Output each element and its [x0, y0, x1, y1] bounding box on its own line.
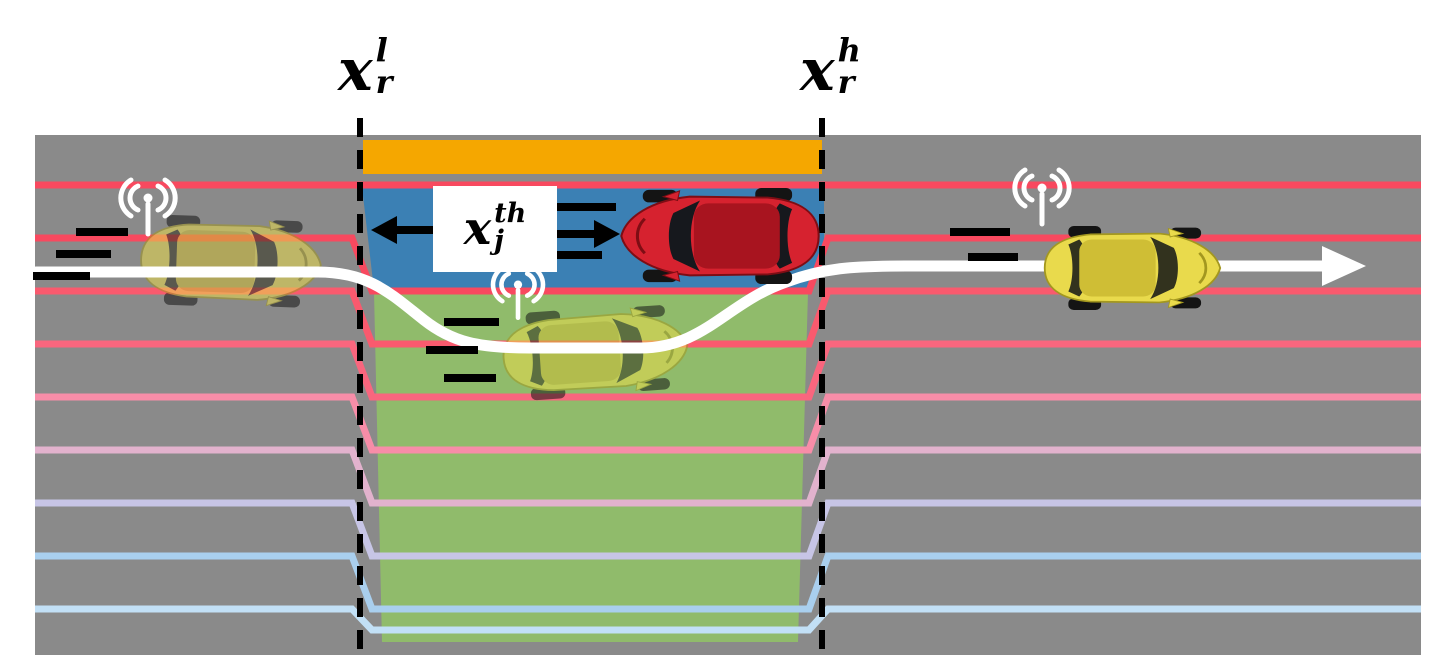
lane-line-6	[35, 446, 1421, 507]
label-subscript: j	[494, 225, 504, 256]
speed-dash	[426, 346, 478, 354]
label-superscript: l	[375, 31, 388, 69]
trajectory	[30, 246, 1366, 354]
speed-dash	[56, 250, 111, 258]
car-icon	[621, 188, 819, 284]
release-boundaries	[357, 118, 825, 660]
lane-line-4	[35, 340, 1421, 401]
label-superscript: th	[494, 198, 527, 229]
threshold-label-box	[433, 186, 557, 272]
label-scripts: th j	[494, 198, 527, 256]
speed-dash	[950, 228, 1010, 236]
label-scripts: l r	[375, 31, 393, 101]
label-superscript: h	[837, 31, 861, 69]
lane-line-5	[35, 393, 1421, 454]
label-subscript: r	[837, 63, 855, 101]
lane-line-9	[35, 605, 1421, 634]
lane-line-8	[35, 552, 1421, 613]
speed-dash	[556, 251, 602, 259]
label-subscript: r	[375, 63, 393, 101]
threshold-left-arrow-icon	[371, 216, 433, 244]
label-base: x	[800, 36, 835, 104]
label-base: x	[463, 201, 492, 256]
label-scripts: h r	[837, 31, 861, 101]
label-right-release: x h r	[800, 34, 861, 104]
speed-dash	[968, 253, 1018, 261]
label-base: x	[338, 36, 373, 104]
work-zone-bar	[363, 140, 822, 174]
other-vehicle	[621, 188, 819, 284]
label-left-release: x l r	[338, 34, 392, 104]
speed-dash	[444, 318, 499, 326]
lane-line-7	[35, 499, 1421, 560]
speed-dash	[444, 374, 496, 382]
trajectory-arrowhead-icon	[1322, 246, 1366, 286]
label-gap-threshold: x th j	[433, 186, 557, 272]
lane-lines	[35, 181, 1421, 634]
speed-dash	[76, 228, 128, 236]
speed-dash	[556, 203, 616, 211]
trajectory-path	[30, 260, 1334, 354]
threshold-right-arrow-icon	[557, 220, 620, 248]
speed-dashes	[33, 203, 1018, 382]
speed-dash	[33, 272, 90, 280]
